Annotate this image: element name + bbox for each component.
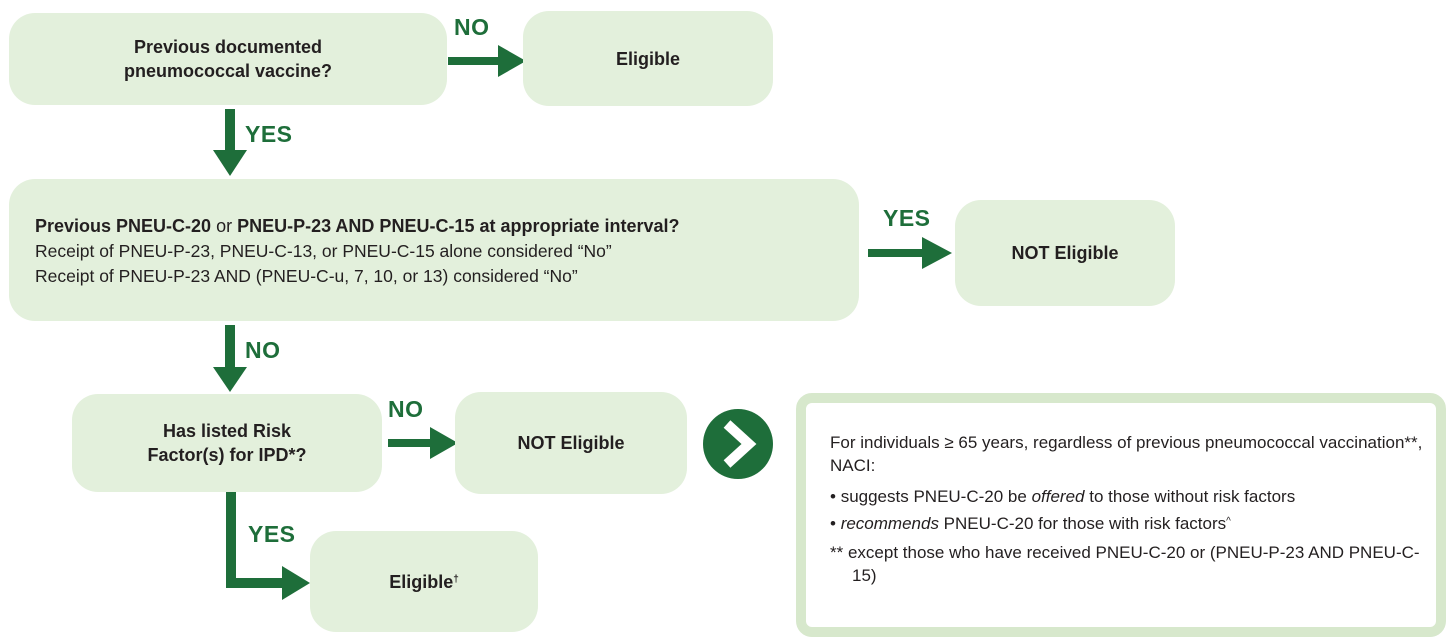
note-emphasis: offered (1031, 487, 1085, 506)
arrow-no-1 (448, 45, 526, 77)
note-intro: For individuals ≥ 65 years, regardless o… (830, 433, 1423, 475)
outcome-text: Eligible (615, 48, 680, 69)
note-footnote: ** except those who have received PNEU-C… (830, 543, 1420, 585)
question-risk-factors: Has listed Risk Factor(s) for IPD*? (72, 394, 382, 492)
question-main-line: Previous PNEU-C-20 or PNEU-P-23 AND PNEU… (35, 213, 859, 239)
outcome-not-eligible: NOT Eligible (955, 200, 1175, 306)
question-line: Factor(s) for IPD*? (147, 445, 307, 465)
naci-note-panel: For individuals ≥ 65 years, regardless o… (796, 393, 1446, 637)
arrow-yes-1 (213, 109, 247, 176)
question-line: Previous documented (133, 37, 323, 57)
note-emphasis: recommends (840, 514, 939, 533)
note-text: to those without risk factors (1084, 487, 1296, 506)
question-line: pneumococcal vaccine? (123, 61, 333, 81)
question-connector: or (211, 216, 238, 236)
note-text: PNEU-C-20 for those with risk factors (938, 514, 1227, 533)
question-note-1: Receipt of PNEU-P-23, PNEU-C-13, or PNEU… (35, 241, 612, 261)
label-yes: YES (248, 521, 296, 547)
label-no: NO (245, 337, 281, 363)
arrow-yes-2 (868, 237, 952, 269)
outcome-text: NOT Eligible (1011, 243, 1119, 263)
label-no: NO (388, 396, 424, 422)
play-arrow-icon (703, 409, 773, 479)
question-previous-vaccine: Previous documented pneumococcal vaccine… (9, 13, 447, 105)
label-no: NO (454, 14, 490, 40)
outcome-label: Eligible (389, 571, 454, 592)
dagger-mark: † (453, 573, 459, 585)
question-bold-b: PNEU-P-23 AND PNEU-C-15 at appropriate i… (237, 216, 680, 236)
arrow-no-2 (213, 325, 247, 392)
arrow-no-3 (388, 427, 458, 459)
outcome-text: NOT Eligible (517, 433, 625, 453)
note-text: suggests PNEU-C-20 be (840, 487, 1032, 506)
question-line: Has listed Risk (162, 421, 292, 441)
question-note-2: Receipt of PNEU-P-23 AND (PNEU-C-u, 7, 1… (35, 266, 578, 286)
note-bullet: • suggests PNEU-C-20 be offered to those… (830, 487, 1296, 506)
outcome-eligible-dagger: Eligible† (310, 531, 538, 632)
caret-mark: ^ (1226, 516, 1231, 527)
note-bullet: • recommends PNEU-C-20 for those with ri… (830, 514, 1231, 533)
label-yes: YES (245, 121, 293, 147)
question-previous-pneu: Previous PNEU-C-20 or PNEU-P-23 AND PNEU… (9, 179, 859, 321)
outcome-eligible: Eligible (523, 11, 773, 106)
question-bold-a: Previous PNEU-C-20 (35, 216, 212, 236)
label-yes: YES (883, 205, 931, 231)
outcome-not-eligible: NOT Eligible (455, 392, 687, 494)
outcome-text: Eligible† (389, 570, 459, 594)
arrow-yes-3 (226, 488, 310, 600)
